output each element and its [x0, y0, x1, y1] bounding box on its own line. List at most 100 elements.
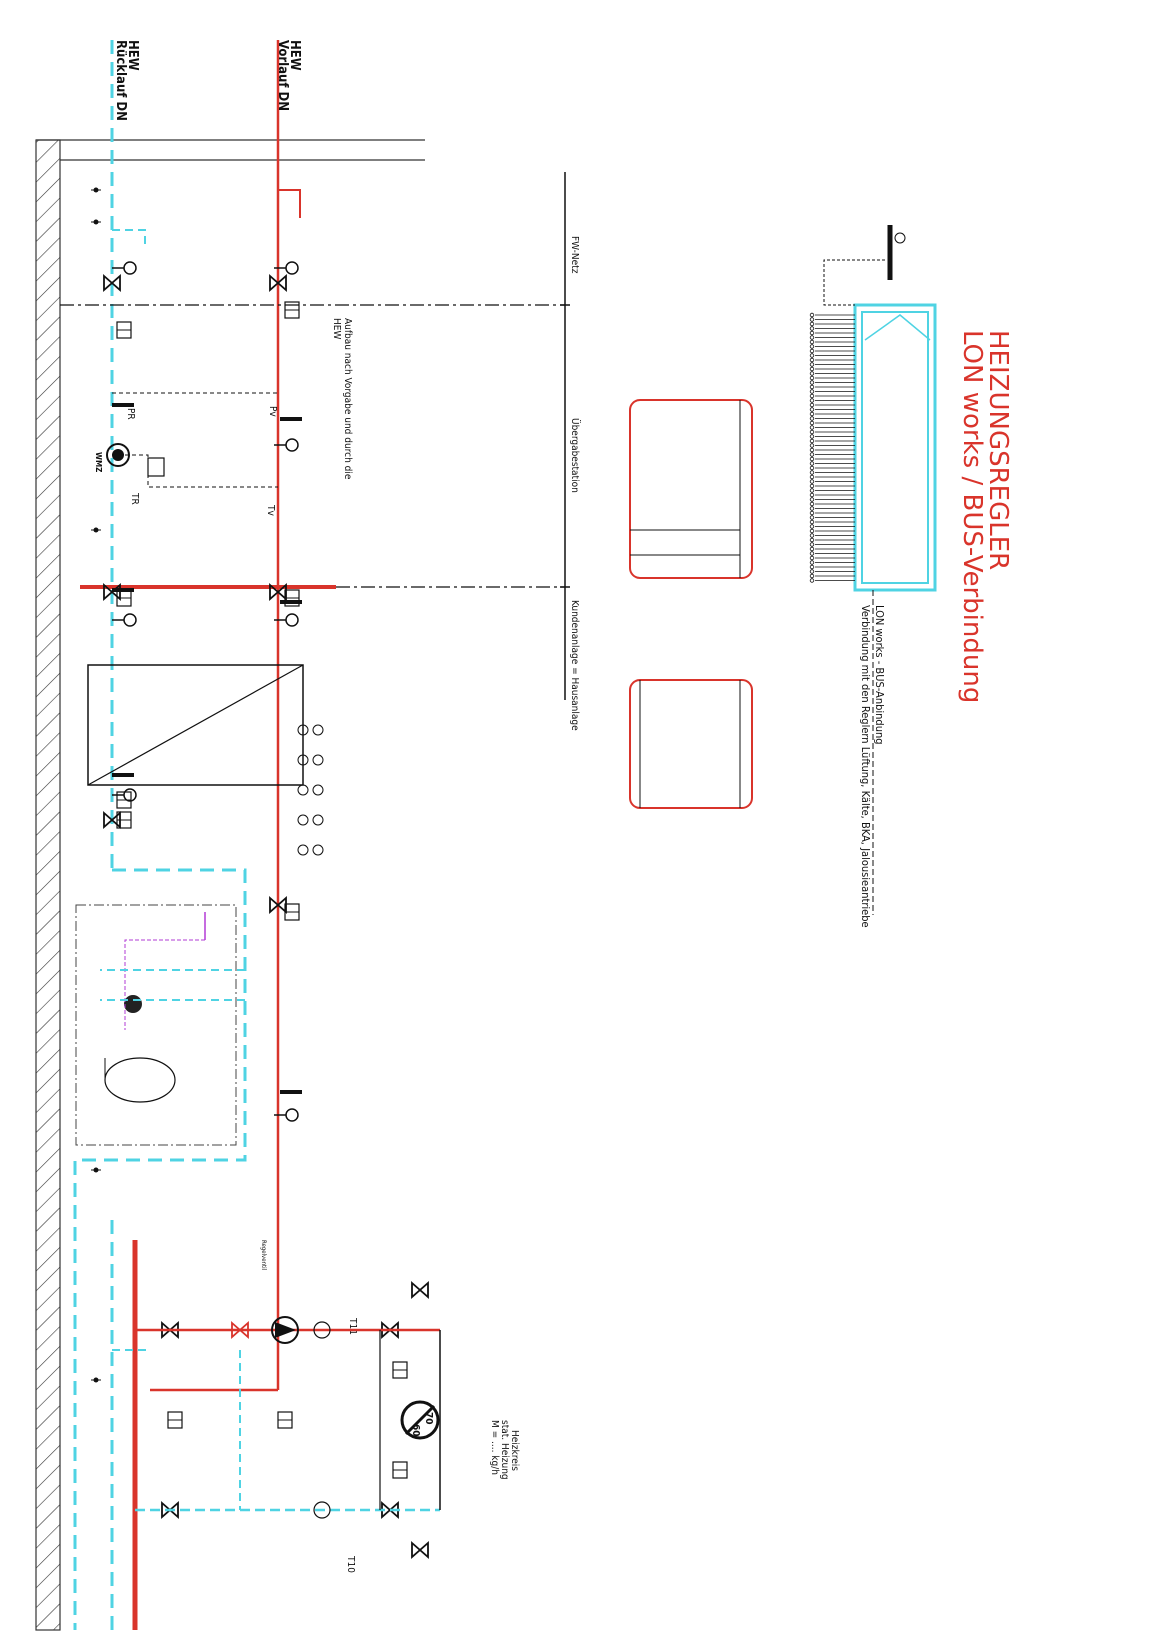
return-valve-icon [103, 811, 121, 829]
terminal-point [809, 470, 815, 475]
supply-instrument-box [284, 589, 300, 607]
info-table-1 [629, 399, 753, 579]
drain-symbol [91, 219, 101, 225]
terminal-point [809, 317, 815, 322]
return-gauge-icon [112, 261, 137, 275]
terminal-point [809, 434, 815, 439]
drain-symbol [91, 1377, 101, 1383]
terminal-point [809, 506, 815, 511]
terminal-point [809, 312, 815, 318]
circuit-valve-icon [381, 1501, 399, 1519]
label-t10: T10 [345, 1555, 356, 1573]
label-t11: T11 [347, 1317, 358, 1335]
terminal-point [809, 389, 815, 394]
aufbau-note-line1: Aufbau nach Vorgabe und durch die [342, 318, 353, 480]
label-tr: TR [129, 492, 140, 505]
section-kundenanlage: Kundenanlage = Hausanlage [569, 600, 580, 731]
supply-valve-icon [269, 896, 287, 914]
building-wall [35, 139, 425, 1631]
supply-label-line2: Vorlauf DN [275, 40, 290, 111]
terminal-point [809, 321, 815, 327]
info-table-2 [629, 679, 753, 809]
terminal-point [809, 443, 815, 448]
label-wmz: WMZ [94, 452, 103, 472]
regelventil-label: Regelventil [260, 1240, 267, 1270]
terminal-point [809, 483, 815, 489]
aufbau-note-line2: HEW [331, 318, 342, 339]
terminal-point [809, 456, 815, 462]
gauge-bottom: 60 [410, 1424, 421, 1437]
circuit-valve-icon [161, 1501, 179, 1519]
supply-instrument-box [284, 301, 300, 319]
drain-symbol [91, 187, 101, 193]
label-tv: Tv [265, 504, 276, 516]
supply-gauge-icon [274, 438, 299, 452]
terminal-point [809, 416, 815, 421]
terminal-point [809, 344, 815, 349]
bus-note-line2: Verbindung mit den Reglern Lüftung, Kält… [859, 605, 872, 928]
return-main-pipe [73, 40, 247, 1630]
bus-note-line1: LON works - BUS-Anbindung [873, 605, 886, 745]
terminal-point [809, 362, 815, 367]
terminal-point [809, 384, 815, 390]
return-gauge-icon [112, 788, 137, 802]
terminal-point [809, 335, 815, 340]
terminal-point [809, 578, 815, 583]
terminal-point [809, 569, 815, 574]
supply-valve-icon [269, 274, 287, 292]
label-pv: Pv [267, 406, 278, 417]
terminal-point [809, 533, 815, 538]
circuit-instrument-box [392, 1361, 408, 1379]
terminal-point [809, 510, 815, 516]
supply-instrument-box [284, 903, 300, 921]
terminal-point [809, 492, 815, 498]
return-instrument-box [116, 321, 132, 339]
terminal-point [809, 515, 815, 520]
section-fw-netz: FW-Netz [569, 236, 580, 274]
supply-main-pipe [80, 40, 336, 1630]
terminal-point [809, 560, 815, 565]
controller-terminals [809, 312, 855, 583]
terminal-point [809, 402, 815, 408]
circuit-instrument-box [167, 1411, 183, 1429]
circuit-valve-icon [381, 1321, 399, 1339]
terminal-point [809, 425, 815, 430]
gauge-top: 70 [423, 1412, 434, 1425]
fittings-layer [91, 187, 429, 1559]
terminal-point [809, 497, 815, 502]
wmz-heat-meter [106, 392, 278, 488]
supply-valve-icon [269, 583, 287, 601]
terminal-point [809, 519, 815, 525]
terminal-point [809, 573, 815, 579]
terminal-point [809, 339, 815, 345]
sensor-port-icon [297, 814, 324, 826]
terminal-point [809, 488, 815, 493]
circuit-valve-icon [411, 1541, 429, 1559]
sensor-port-icon [297, 724, 324, 736]
heizkreis-line1: Heizkreis [509, 1430, 520, 1471]
terminal-point [809, 524, 815, 529]
terminal-point [809, 407, 815, 412]
terminal-point [809, 542, 815, 547]
terminal-point [809, 353, 815, 358]
circuit-valve-icon [411, 1281, 429, 1299]
terminal-point [809, 546, 815, 552]
terminal-point [809, 447, 815, 453]
controller-title-line1: HEIZUNGSREGLER [983, 330, 1013, 570]
terminal-point [809, 564, 815, 570]
return-label-line1: HEW [125, 40, 140, 71]
terminal-point [809, 411, 815, 417]
circuit-instrument-box [392, 1461, 408, 1479]
drain-symbol [91, 527, 101, 533]
terminal-point [809, 474, 815, 480]
supply-gauge-icon [274, 261, 299, 275]
section-uebergabestation: Übergabestation [569, 418, 582, 493]
terminal-point [809, 555, 815, 561]
terminal-point [809, 380, 815, 385]
return-valve-icon [103, 583, 121, 601]
heizkreis-line2: stat. Heizung [499, 1420, 510, 1480]
terminal-point [809, 465, 815, 471]
return-gauge-icon [112, 613, 137, 627]
sensor-port-icon [297, 844, 324, 856]
